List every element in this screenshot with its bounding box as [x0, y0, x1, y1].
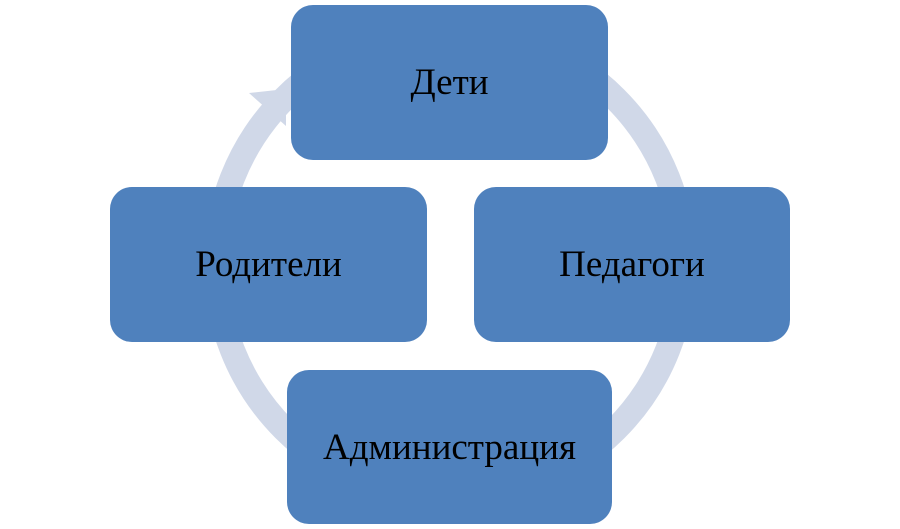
node-children: Дети: [291, 5, 608, 160]
node-teachers: Педагоги: [474, 187, 790, 342]
node-label: Дети: [410, 62, 489, 103]
node-administration: Администрация: [287, 370, 612, 524]
node-label: Родители: [195, 244, 342, 285]
node-parents: Родители: [110, 187, 427, 342]
arrowhead-icon: [249, 89, 286, 126]
node-label: Администрация: [323, 426, 576, 468]
node-label: Педагоги: [559, 244, 705, 285]
